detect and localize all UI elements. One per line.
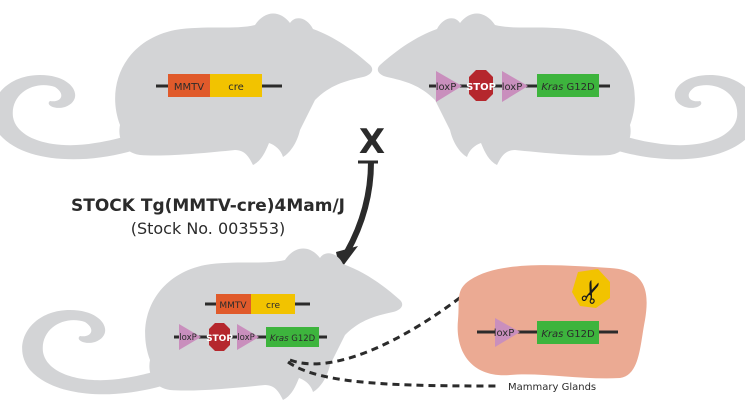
stop-label: STOP — [466, 82, 496, 93]
stop-label: STOP — [206, 334, 233, 344]
cre-label: cre — [228, 82, 244, 93]
transgene-lsl-kras: loxP STOP loxP Kras G12D — [429, 70, 610, 102]
stop-sign-icon — [209, 323, 230, 351]
transgene-mmtv-cre: MMTV cre — [156, 74, 282, 97]
callout-lines — [287, 288, 501, 388]
cre-label: cre — [266, 301, 280, 311]
loxp-label: loxP — [502, 82, 523, 93]
strain-stock-number: (Stock No. 003553) — [131, 219, 286, 238]
kras-label: Kras G12D — [541, 82, 595, 93]
mmtv-label: MMTV — [219, 301, 247, 311]
kras-box — [537, 74, 599, 97]
mammary-glands-label: Mammary Glands — [508, 382, 596, 393]
offspring-transgene-lsl-kras: loxP STOP loxP Kras G12D — [174, 323, 327, 351]
offspring-transgene-mmtv-cre: MMTV cre — [205, 294, 310, 314]
loxp-triangle-icon — [495, 318, 520, 347]
strain-name: STOCK Tg(MMTV-cre)4Mam/J — [71, 196, 345, 216]
kras-box — [266, 327, 319, 347]
cre-box — [251, 294, 295, 314]
parent-mouse-right: loxP STOP loxP Kras G12D — [377, 13, 745, 165]
loxp-label: loxP — [436, 82, 457, 93]
mammary-gland: loxP Kras G12D ✂ Mammary Glands — [457, 265, 647, 393]
loxp-triangle-icon — [237, 324, 259, 350]
recombined-allele: loxP Kras G12D — [477, 318, 618, 347]
loxp-label: loxP — [179, 333, 196, 343]
mmtv-box — [168, 74, 210, 97]
cross-arrow — [336, 160, 378, 270]
mmtv-box — [216, 294, 251, 314]
loxp-label: loxP — [237, 333, 254, 343]
mouse-silhouette — [22, 248, 403, 400]
loxp-label: loxP — [494, 328, 515, 339]
cre-marker-icon — [572, 269, 610, 308]
loxp-triangle-icon — [502, 71, 528, 102]
kras-label: Kras G12D — [541, 329, 595, 340]
parent-mouse-left: MMTV cre — [0, 13, 373, 165]
cross-symbol: X — [359, 122, 385, 162]
offspring-mouse: MMTV cre loxP STOP loxP Kras G12D — [22, 248, 403, 400]
stop-sign-icon — [469, 70, 493, 101]
kras-box — [537, 321, 599, 344]
cre-box — [210, 74, 262, 97]
kras-label: Kras G12D — [270, 334, 316, 344]
mmtv-label: MMTV — [174, 82, 204, 93]
loxp-triangle-icon — [436, 71, 462, 102]
loxp-triangle-icon — [179, 324, 201, 350]
